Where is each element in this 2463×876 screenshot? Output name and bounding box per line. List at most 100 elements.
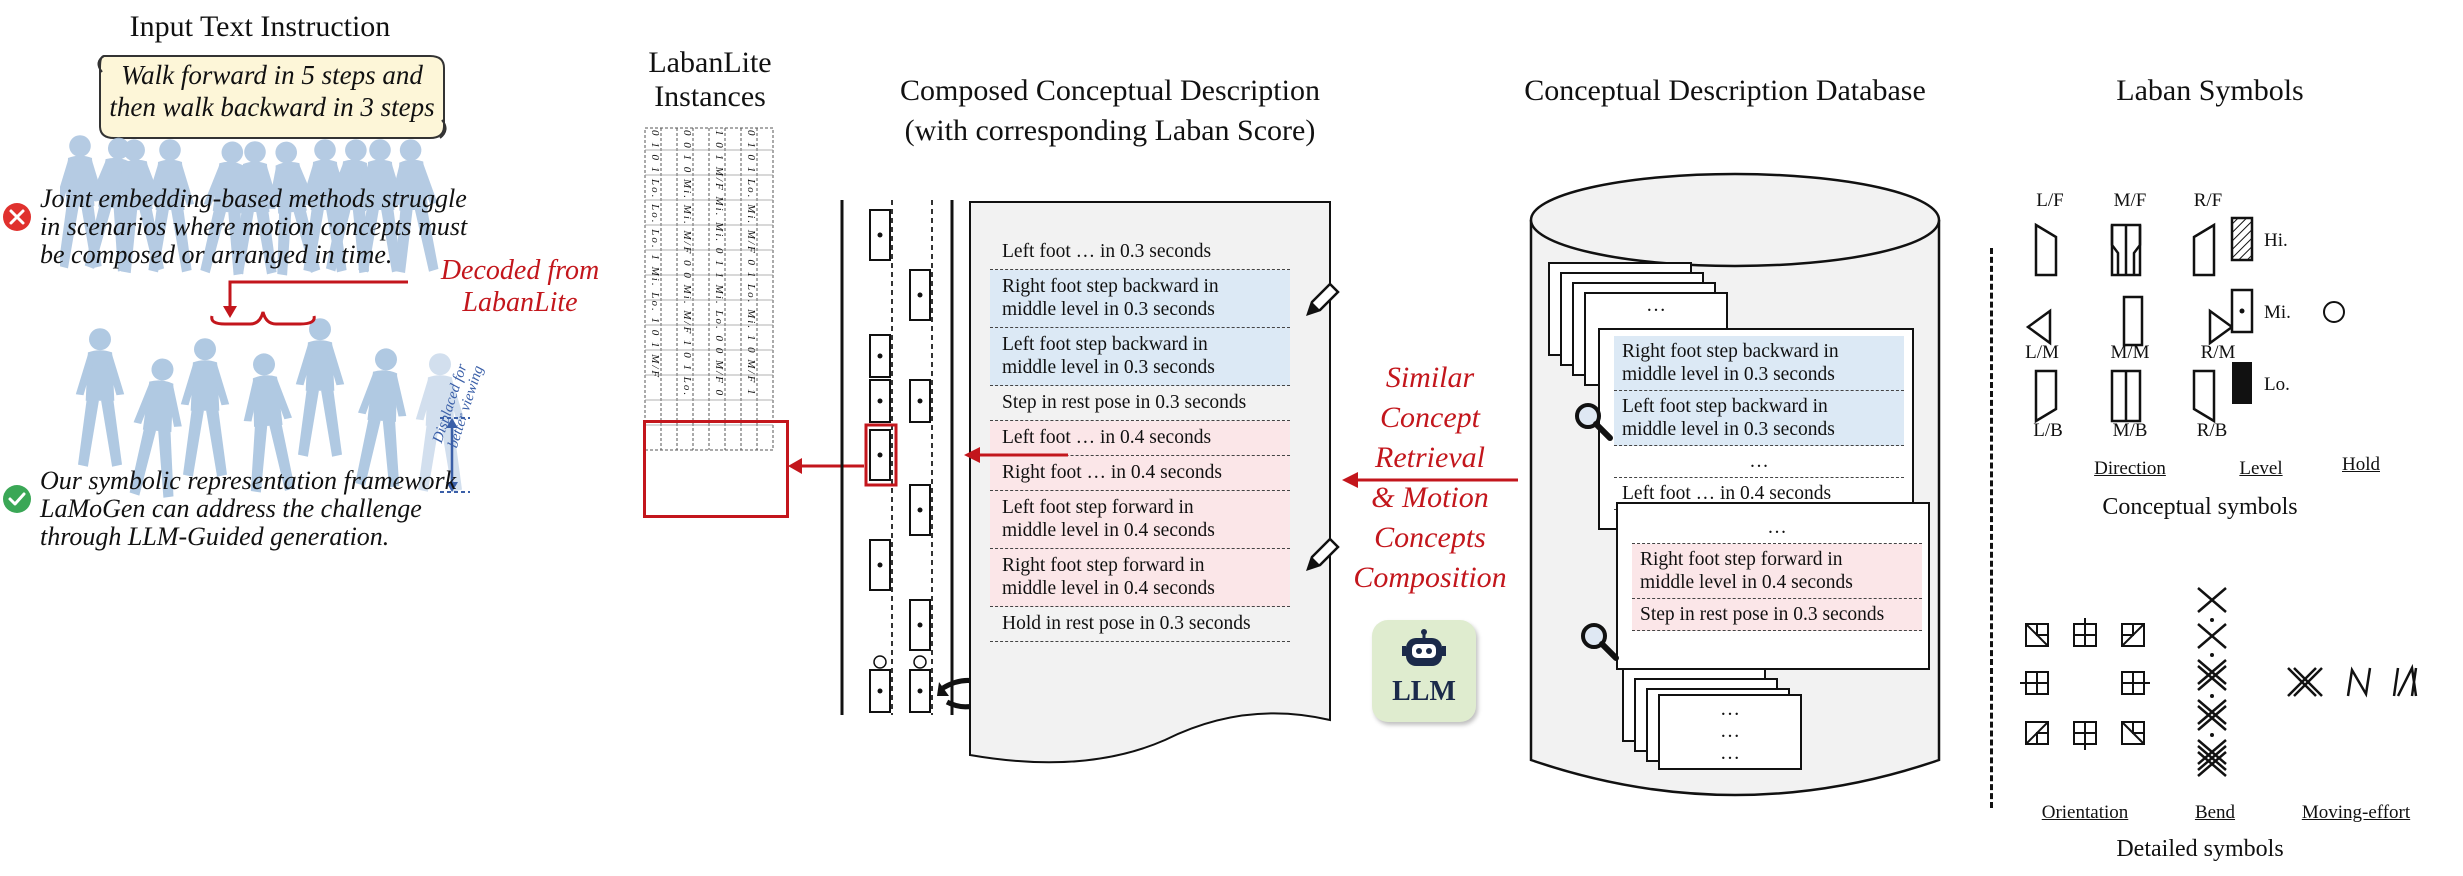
description-line-text: Left foot step backward in xyxy=(1002,334,1208,355)
db-card-ellipsis: … xyxy=(1720,698,1740,720)
failure-note-1: Joint embedding-based methods struggle xyxy=(40,184,467,213)
direction-label-mb: M/B xyxy=(2112,420,2148,441)
labanlite-title-2: Instances xyxy=(654,80,766,113)
retrieval-label-line: Similar xyxy=(1385,361,1475,394)
composed-title-1: Composed Conceptual Description xyxy=(900,74,1320,107)
direction-label-lm: L/M xyxy=(2025,342,2059,363)
section-divider xyxy=(1990,248,1993,808)
magnifier-icon xyxy=(1581,623,1619,661)
laban-symbols-title: Laban Symbols xyxy=(2116,74,2304,107)
decoded-label-1: Decoded from xyxy=(440,255,600,286)
success-note-3: through LLM-Guided generation. xyxy=(40,522,390,551)
description-line: … xyxy=(1614,446,1904,478)
bend-symbols xyxy=(2197,587,2227,777)
retrieval-label-line: Composition xyxy=(1353,561,1507,594)
failure-note-3: be composed or arranged in time. xyxy=(40,240,393,269)
description-line-text: middle level in 0.3 seconds xyxy=(1622,364,1835,385)
section-label-hold: Hold xyxy=(2342,454,2380,475)
retrieval-arrow xyxy=(1342,472,1518,488)
success-note-2: LaMoGen can address the challenge xyxy=(40,494,422,523)
instruction-scroll xyxy=(97,55,447,139)
description-line-text: … xyxy=(1749,451,1769,472)
level-label-low: Lo. xyxy=(2264,374,2290,395)
description-line-text: … xyxy=(1767,517,1787,538)
database-title: Conceptual Description Database xyxy=(1524,74,1926,107)
instruction-line-2: then walk backward in 3 steps xyxy=(109,92,435,122)
description-line: … xyxy=(1632,512,1922,544)
retrieval-label-line: & Motion xyxy=(1371,481,1489,514)
description-line-text: middle level in 0.3 seconds xyxy=(1622,419,1835,440)
score-to-instance-arrow xyxy=(788,458,864,474)
detailed-label-bend: Bend xyxy=(2194,802,2236,823)
description-line-text: middle level in 0.4 seconds xyxy=(1002,578,1215,599)
direction-label-lb: L/B xyxy=(2033,420,2063,441)
llm-badge: LLM xyxy=(1372,620,1476,722)
direction-label-mf: M/F xyxy=(2113,190,2147,211)
detailed-caption: Detailed symbols xyxy=(2116,836,2284,862)
retrieval-label-line: Concepts xyxy=(1374,521,1486,554)
db-card-ellipsis: … xyxy=(1646,294,1666,316)
description-line-text: Right foot … in 0.4 seconds xyxy=(1002,462,1222,483)
orientation-symbols xyxy=(2020,618,2150,750)
description-line-text: Right foot step forward in xyxy=(1002,555,1205,576)
description-line-text: middle level in 0.3 seconds xyxy=(1002,299,1215,320)
level-label-high: Hi. xyxy=(2264,230,2288,251)
generated-motion-figures xyxy=(75,311,465,499)
laban-score xyxy=(840,200,954,715)
llm-label: LLM xyxy=(1392,676,1456,707)
labanlite-col-3: 1 0 1 M/F Mi. Mi. 0 1 1 Mi. Lo. 0 0 M/F … xyxy=(713,130,725,398)
labanlite-title-1: LabanLite xyxy=(648,46,772,79)
decode-arrow xyxy=(223,280,408,318)
labanlite-col-1: 0 1 0 1 Lo. Lo. Lo. 1 Mi. Lo. 1 0 1 M/F xyxy=(649,130,661,380)
description-line: Left foot … in 0.4 seconds xyxy=(990,421,1290,456)
labanlite-columns: 0 1 0 1 Lo. Lo. Lo. 1 Mi. Lo. 1 0 1 M/F … xyxy=(647,130,775,452)
direction-label-mm: M/M xyxy=(2110,342,2150,363)
labanlite-highlight xyxy=(643,420,789,518)
success-note-1: Our symbolic representation framework xyxy=(40,466,457,495)
db-stack-card: … … … xyxy=(1658,694,1802,770)
description-line-text: Left foot … in 0.4 seconds xyxy=(1002,427,1212,448)
pen-icon xyxy=(1306,282,1340,316)
direction-label-rf: R/F xyxy=(2193,190,2223,211)
direction-symbols xyxy=(2025,222,2235,424)
detailed-label-moving-effort: Moving-effort xyxy=(2301,802,2411,823)
failure-x-icon xyxy=(3,203,31,231)
decoded-label-2: LabanLite xyxy=(462,287,578,318)
labanlite-col-2: 0 0 1 0 Mi. Mi. M/F 0 0 Mi. M/F 1 0 1 Lo… xyxy=(681,130,693,398)
db-card-ellipsis: … xyxy=(1720,720,1740,742)
composition-arrow xyxy=(964,447,1068,463)
section-label-level: Level xyxy=(2239,458,2283,479)
description-line: Left foot … in 0.3 seconds xyxy=(990,235,1290,270)
failure-note-2: in scenarios where motion concepts must xyxy=(40,212,468,241)
level-symbols xyxy=(2230,216,2345,404)
direction-label-rm: R/M xyxy=(2200,342,2236,363)
description-line-text: Right foot step backward in xyxy=(1002,276,1219,297)
description-line-text: Left foot step forward in xyxy=(1002,497,1194,518)
section-label-direction: Direction xyxy=(2094,458,2166,479)
description-line-text: Right foot step forward in xyxy=(1640,549,1843,570)
description-line-text: Step in rest pose in 0.3 seconds xyxy=(1002,392,1247,413)
conceptual-caption: Conceptual symbols xyxy=(2102,494,2298,520)
moving-effort-symbols xyxy=(2287,663,2418,698)
description-line-text: Step in rest pose in 0.3 seconds xyxy=(1640,604,1885,625)
description-line: Step in rest pose in 0.3 seconds xyxy=(990,386,1290,421)
description-line-text: Left foot step backward in xyxy=(1622,396,1828,417)
db-card-ellipsis: … xyxy=(1720,742,1740,764)
description-line-text: middle level in 0.3 seconds xyxy=(1002,357,1215,378)
magnifier-icon xyxy=(1575,403,1613,441)
description-line: Hold in rest pose in 0.3 seconds xyxy=(990,607,1290,642)
labanlite-col-4: 0 1 0 1 Lo. Mi. M/F 0 1 Lo. Mi. 1 0 M/F … xyxy=(745,130,757,397)
description-line-text: middle level in 0.4 seconds xyxy=(1002,520,1215,541)
retrieval-label-line: Retrieval xyxy=(1375,441,1485,474)
